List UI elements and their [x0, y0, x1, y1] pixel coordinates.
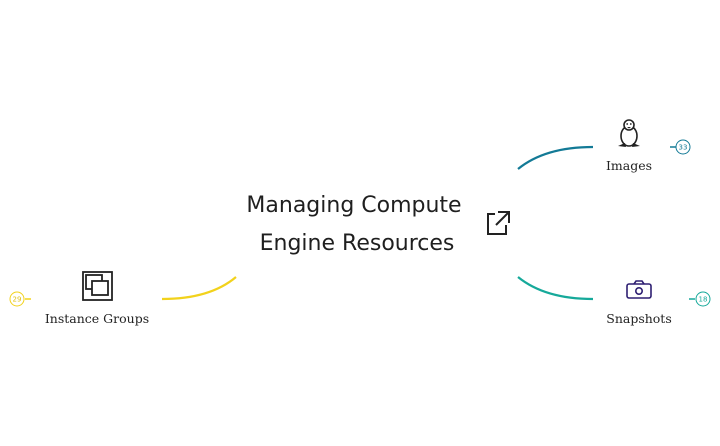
- center-node[interactable]: Managing Compute Engine Resources: [246, 193, 461, 256]
- connector-instance-groups: [161, 276, 237, 301]
- node-images[interactable]: Images 33: [606, 119, 691, 173]
- node-snapshots[interactable]: Snapshots 18: [606, 280, 711, 326]
- node-label-instance-groups: Instance Groups: [45, 311, 149, 326]
- center-title-line2: Engine Resources: [260, 231, 455, 256]
- count-badge-instance-groups[interactable]: [9, 291, 25, 307]
- count-badge-images-text: 33: [679, 144, 688, 152]
- count-badge-instance-groups-text: 29: [13, 296, 22, 304]
- connector-images: [517, 145, 594, 170]
- node-instance-groups[interactable]: Instance Groups 29: [9, 271, 149, 326]
- center-title-line1: Managing Compute: [246, 193, 461, 218]
- node-label-snapshots: Snapshots: [606, 311, 672, 326]
- node-label-images: Images: [606, 158, 652, 173]
- count-badge-images[interactable]: [675, 139, 691, 155]
- connector-snapshots: [517, 276, 594, 301]
- instance-group-icon: [82, 271, 113, 301]
- camera-icon: [626, 280, 652, 299]
- linux-penguin-icon: [618, 119, 640, 147]
- external-link-icon[interactable]: [487, 211, 510, 235]
- count-badge-snapshots-text: 18: [699, 296, 708, 304]
- count-badge-snapshots[interactable]: [695, 291, 711, 307]
